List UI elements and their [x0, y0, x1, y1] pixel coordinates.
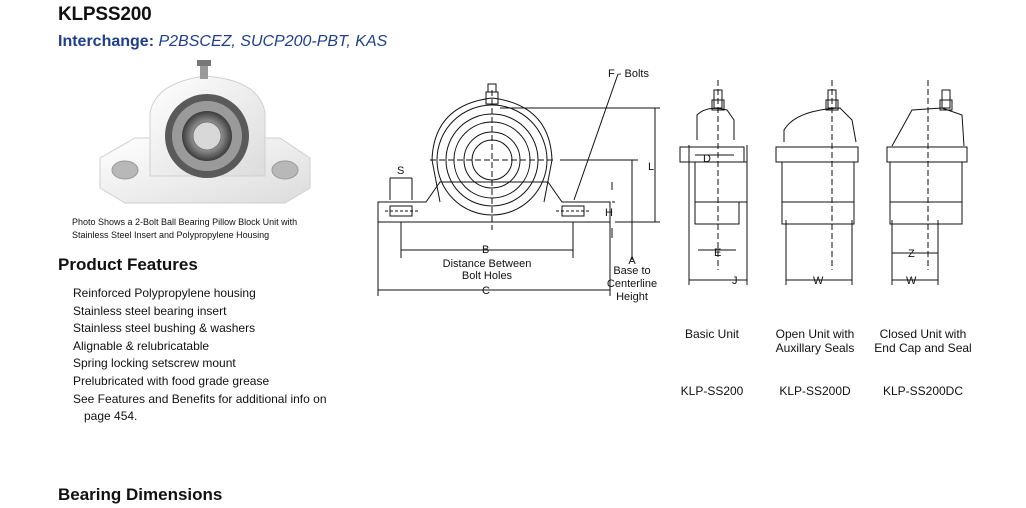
feature-item: Prelubricated with food grade grease: [73, 373, 270, 388]
w-label-closed: W: [906, 275, 917, 287]
pillow-block-front-drawing: F - Bolts S L H B Distance Between Bolt …: [377, 68, 660, 303]
unit-label-closed: Closed Unit with End Cap and Seal: [874, 327, 972, 355]
b-label: B: [482, 244, 489, 256]
d-label: D: [703, 153, 711, 165]
a-label: A: [628, 255, 636, 267]
e-label: E: [714, 247, 721, 259]
unit-label-open: Open Unit with Auxillary Seals: [775, 327, 855, 355]
s-label: S: [397, 165, 404, 177]
open-unit-drawing: W: [775, 80, 859, 287]
feature-item-continued: page 454.: [84, 409, 138, 424]
f-bolts-label: F - Bolts: [608, 68, 649, 80]
b-desc-1: Distance Between: [443, 258, 532, 270]
photo-caption: Photo Shows a 2-Bolt Ball Bearing Pillow…: [72, 217, 298, 240]
basic-unit-drawing: D E J: [679, 80, 748, 287]
feature-item: Stainless steel bushing & washers: [73, 321, 256, 336]
h-label: H: [605, 207, 613, 219]
feature-item: Reinforced Polypropylene housing: [73, 286, 256, 300]
c-label: C: [482, 285, 490, 297]
interchange-value: P2BSCEZ, SUCP200-PBT, KAS: [158, 33, 388, 50]
z-label: Z: [908, 248, 915, 260]
feature-item: Spring locking setscrew mount: [73, 356, 236, 371]
closed-unit-drawing: Z W: [886, 80, 968, 287]
b-desc-2: Bolt Holes: [462, 270, 513, 282]
a-desc-1: Base to: [613, 265, 650, 277]
feature-item: Alignable & relubricatable: [73, 338, 210, 353]
feature-item: page 454.: [73, 408, 328, 426]
product-photo: [99, 60, 311, 204]
interchange-line: Interchange: P2BSCEZ, SUCP200-PBT, KAS: [58, 33, 387, 51]
unit-label-basic: Basic Unit: [684, 327, 740, 341]
feature-item: Stainless steel bearing insert: [73, 303, 227, 318]
a-desc-2: Centerline: [607, 278, 657, 290]
page-title: KLPSS200: [58, 4, 152, 25]
part-number-closed: KLP-SS200DC: [882, 384, 964, 398]
j-label: J: [732, 275, 738, 287]
a-desc-3: Height: [616, 291, 648, 303]
features-heading: Product Features: [58, 255, 198, 274]
feature-item: See Features and Benefits for additional…: [73, 391, 327, 406]
l-label: L: [648, 161, 654, 173]
dimensions-heading: Bearing Dimensions: [58, 485, 223, 504]
part-number-open: KLP-SS200D: [779, 384, 851, 398]
part-number-basic: KLP-SS200: [680, 384, 744, 398]
unit-side-views: D E J W Z W: [679, 80, 968, 287]
interchange-label: Interchange:: [58, 33, 155, 50]
features-list: Reinforced Polypropylene housing Stainle…: [73, 285, 328, 426]
w-label-open: W: [813, 275, 824, 287]
